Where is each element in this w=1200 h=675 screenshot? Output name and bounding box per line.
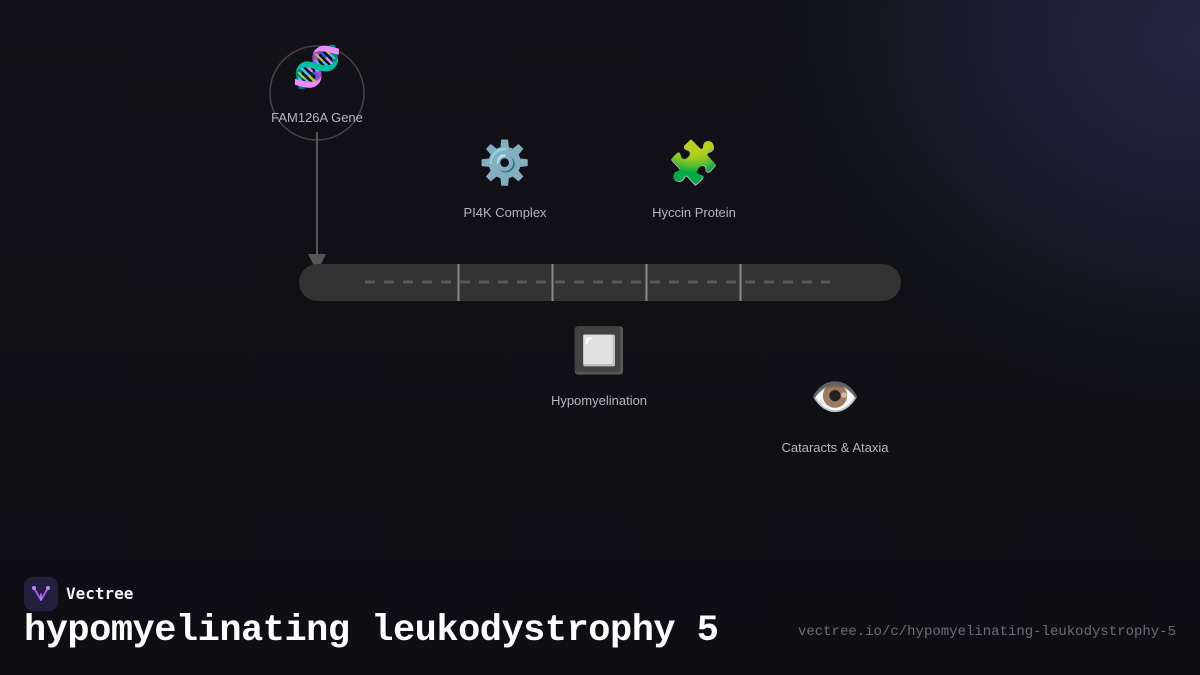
- node-cataracts-ataxia: 👁️ Cataracts & Ataxia: [782, 376, 890, 455]
- node-pi4k-complex: ⚙️ PI4K Complex: [463, 138, 547, 220]
- brand-name[interactable]: Vectree: [66, 584, 134, 603]
- page-url[interactable]: vectree.io/c/hypomyelinating-leukodystro…: [797, 624, 1176, 640]
- dna-icon: 🧬: [292, 43, 342, 91]
- square-icon: 🔲: [572, 326, 627, 376]
- connector-arrowhead-icon: [308, 254, 326, 272]
- gear-icon: ⚙️: [479, 138, 531, 187]
- page-title: hypomyelinating leukodystrophy 5: [24, 610, 719, 652]
- node-label: FAM126A Gene: [271, 110, 363, 125]
- node-hypomyelination: 🔲 Hypomyelination: [551, 326, 647, 408]
- node-label: PI4K Complex: [463, 205, 547, 220]
- node-hyccin-protein: 🧩 Hyccin Protein: [652, 138, 736, 220]
- vectree-logo-mark: [32, 586, 50, 601]
- node-label: Hyccin Protein: [652, 205, 736, 220]
- node-label: Hypomyelination: [551, 393, 647, 408]
- node-label: Cataracts & Ataxia: [782, 440, 890, 455]
- eye-icon: 👁️: [810, 376, 860, 420]
- vectree-logo-icon[interactable]: [24, 577, 58, 611]
- node-fam126a-gene: 🧬 FAM126A Gene: [271, 43, 363, 125]
- puzzle-piece-icon: 🧩: [668, 138, 720, 187]
